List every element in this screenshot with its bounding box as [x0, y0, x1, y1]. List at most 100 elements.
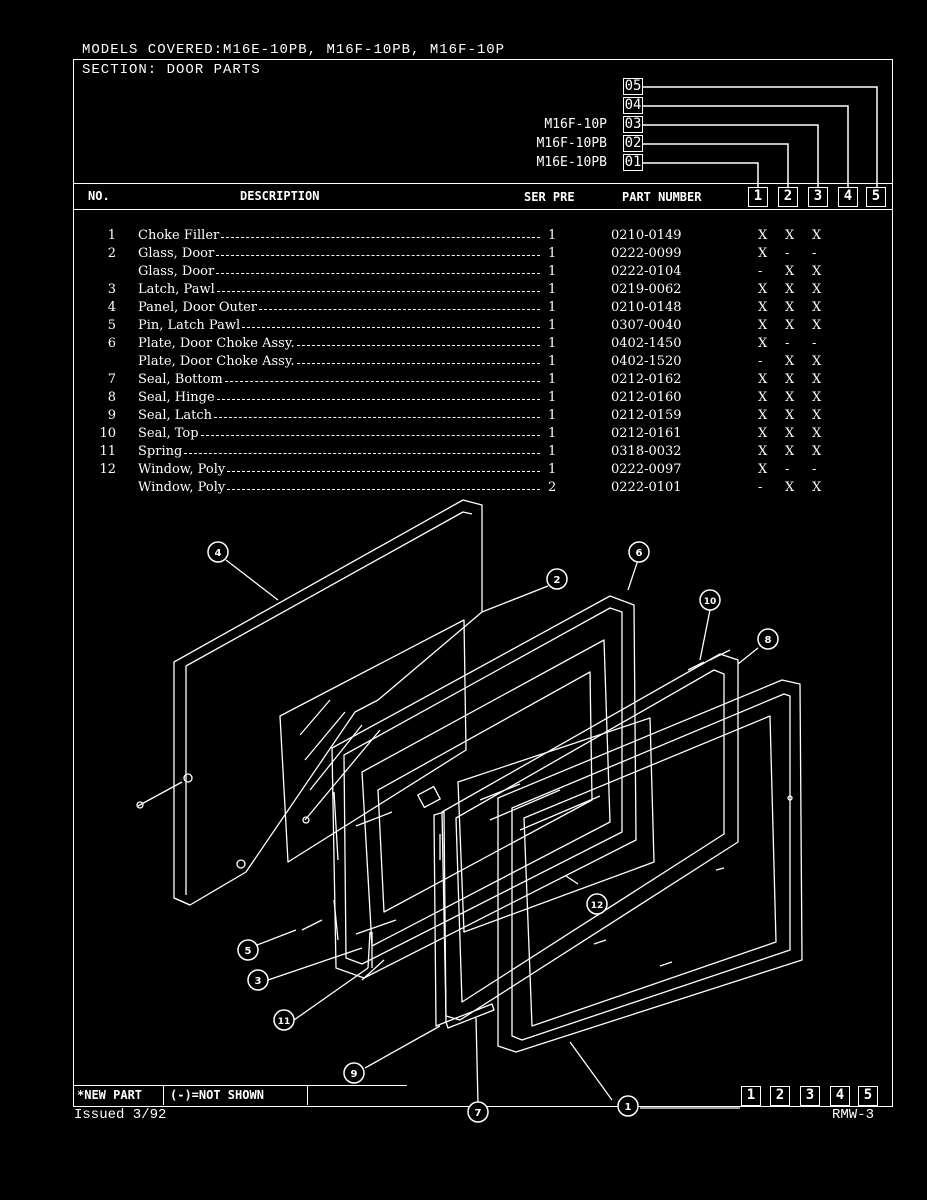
models-covered-value: M16E-10PB, M16F-10PB, M16F-10P — [223, 42, 506, 58]
model-3-usage: - — [812, 246, 817, 261]
model-2-usage: X — [785, 282, 795, 297]
model-1-usage: X — [758, 318, 768, 333]
part-ref-number: 8 — [107, 390, 116, 405]
model-1-usage: X — [758, 228, 768, 243]
dot-leader — [227, 471, 540, 472]
model-code-01: 01 — [623, 154, 643, 171]
part-number: 0222-0097 — [611, 462, 682, 477]
footer-column-2: 2 — [770, 1086, 790, 1106]
dot-leader — [216, 399, 540, 400]
callout-leaders — [225, 559, 759, 1109]
part-quantity: 1 — [548, 354, 557, 369]
model-2-usage: X — [785, 354, 795, 369]
model-1-usage: - — [758, 354, 763, 369]
part-description: Glass, Door — [138, 264, 215, 279]
model-3-usage: X — [812, 300, 822, 315]
model-2-usage: X — [785, 408, 795, 423]
new-part-legend: *NEW PART — [77, 1088, 143, 1102]
footer-column-5: 5 — [858, 1086, 878, 1106]
part-number: 0219-0062 — [611, 282, 682, 297]
model-2-usage: X — [785, 300, 795, 315]
model-2-usage: X — [785, 444, 795, 459]
part-number: 0222-0101 — [611, 480, 682, 495]
model-3-usage: X — [812, 426, 822, 441]
dot-leader — [221, 237, 540, 238]
part-description: Plate, Door Choke Assy. — [138, 336, 295, 351]
model-2-usage: X — [785, 426, 795, 441]
part-number: 0212-0162 — [611, 372, 682, 387]
part-description: Plate, Door Choke Assy. — [138, 354, 295, 369]
footer-divider-1 — [163, 1085, 164, 1105]
part-number: 0222-0104 — [611, 264, 682, 279]
model-1-usage: X — [758, 246, 768, 261]
part-quantity: 1 — [548, 462, 557, 477]
model-3-usage: - — [812, 336, 817, 351]
part-quantity: 1 — [548, 336, 557, 351]
model-2-usage: X — [785, 228, 795, 243]
part-number: 0318-0032 — [611, 444, 682, 459]
header-rule-bottom — [73, 209, 893, 210]
part-number: 0212-0159 — [611, 408, 682, 423]
model-1-usage: - — [758, 264, 763, 279]
model-3-usage: X — [812, 282, 822, 297]
model-1-usage: X — [758, 282, 768, 297]
dot-leader — [216, 291, 540, 292]
dot-leader — [216, 255, 540, 256]
part-description: Choke Filler — [138, 228, 220, 243]
part-description: Spring — [138, 444, 183, 459]
model-3-usage: X — [812, 354, 822, 369]
callout-5: 5 — [237, 939, 259, 961]
column-number-3: 3 — [808, 187, 828, 207]
part-number: 0307-0040 — [611, 318, 682, 333]
model-1-usage: X — [758, 408, 768, 423]
model-name-02: M16F-10PB — [536, 136, 607, 151]
footer-column-3: 3 — [800, 1086, 820, 1106]
svg-text:4: 4 — [215, 548, 222, 559]
issued-date: Issued 3/92 — [74, 1107, 167, 1123]
model-1-usage: X — [758, 444, 768, 459]
model-3-usage: X — [812, 372, 822, 387]
poly-window — [457, 717, 655, 933]
part-number: 0402-1450 — [611, 336, 682, 351]
part-ref-number: 3 — [107, 282, 116, 297]
model-3-usage: X — [812, 264, 822, 279]
part-description: Seal, Latch — [138, 408, 213, 423]
table-row: Glass, Door 1 0222-0104 - X X — [0, 264, 927, 282]
part-description: Seal, Hinge — [138, 390, 215, 405]
column-part-number: PART NUMBER — [622, 190, 702, 204]
model-1-usage: X — [758, 300, 768, 315]
model-2-usage: X — [785, 372, 795, 387]
callout-1: 1 — [617, 1095, 639, 1117]
part-ref-number: 11 — [99, 444, 116, 459]
part-ref-number: 5 — [107, 318, 116, 333]
model-name-03: M16F-10P — [544, 117, 607, 132]
model-2-usage: - — [785, 462, 790, 477]
section-label: SECTION: — [82, 62, 158, 78]
dot-leader — [296, 363, 540, 364]
part-quantity: 1 — [548, 264, 557, 279]
part-ref-number: 7 — [107, 372, 116, 387]
model-2-usage: X — [785, 264, 795, 279]
panel-screw — [136, 781, 183, 809]
model-3-usage: X — [812, 444, 822, 459]
part-number: 0210-0148 — [611, 300, 682, 315]
footer-divider-2 — [307, 1085, 308, 1105]
model-3-usage: X — [812, 408, 822, 423]
part-description: Latch, Pawl — [138, 282, 215, 297]
part-ref-number: 10 — [99, 426, 116, 441]
model-2-usage: X — [785, 318, 795, 333]
svg-text:6: 6 — [636, 548, 643, 559]
dot-leader — [184, 453, 540, 454]
seal-frame — [441, 649, 739, 1021]
door-glass — [279, 619, 467, 863]
dot-leader — [242, 327, 540, 328]
callout-12: 12 — [586, 893, 608, 915]
